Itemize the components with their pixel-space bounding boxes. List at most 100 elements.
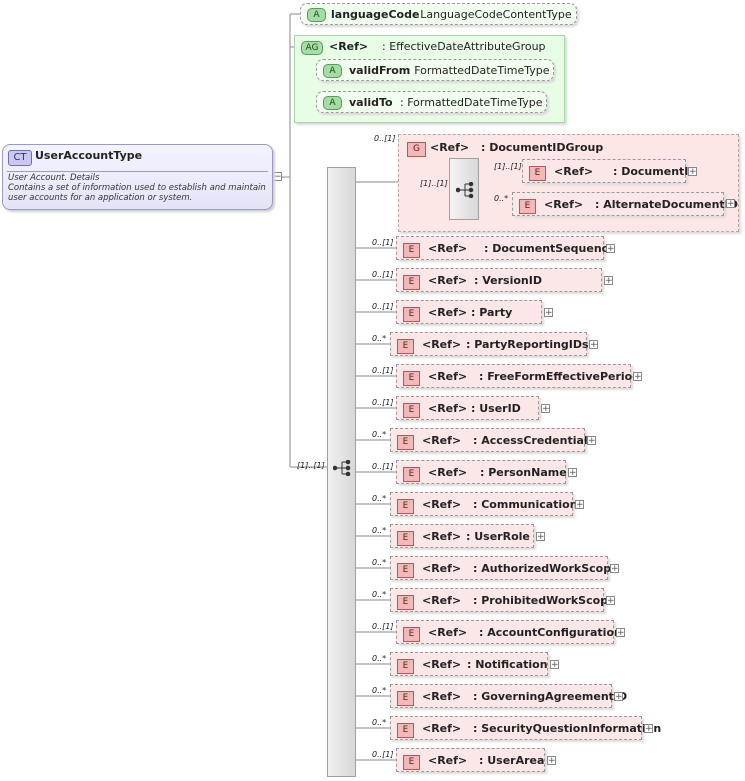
expand-toggle[interactable]: + xyxy=(575,500,584,510)
sequence-cardinality: [1]..[1] xyxy=(297,461,325,470)
expand-toggle[interactable]: + xyxy=(536,532,545,542)
element-name: : Notification xyxy=(467,658,548,671)
element-box[interactable]: E <Ref> : AuthorizedWorkScope xyxy=(390,556,619,580)
element-name: : UserArea xyxy=(479,754,545,767)
element-cardinality: 0..* xyxy=(372,686,387,695)
element-cardinality: 0..* xyxy=(372,654,387,663)
element-name: : DocumentSequence xyxy=(484,242,616,255)
attribute-type: : FormattedDateTimeType xyxy=(400,96,543,109)
element-box[interactable]: E<Ref>: AccountConfiguration xyxy=(396,620,622,644)
element-badge: E xyxy=(403,371,420,386)
element-box[interactable]: E<Ref>: PartyReportingIDs xyxy=(390,332,589,356)
expand-toggle[interactable]: + xyxy=(547,756,556,766)
expand-toggle[interactable]: + xyxy=(644,724,653,734)
expand-toggle[interactable]: + xyxy=(589,340,598,350)
element-cardinality: 0..[1] xyxy=(372,398,394,407)
element-ref: <Ref> xyxy=(422,562,462,575)
element-badge: E xyxy=(519,199,536,214)
element-ref: <Ref> xyxy=(422,498,462,511)
element-badge: E xyxy=(397,563,414,578)
element-cardinality: 0..[1] xyxy=(372,302,394,311)
attribute-group-badge: AG xyxy=(301,41,323,55)
element-cardinality: 0..* xyxy=(372,334,387,343)
expand-toggle[interactable]: + xyxy=(544,308,553,318)
element-name: : PersonName xyxy=(480,466,567,479)
element-box[interactable]: E<Ref>: PersonName xyxy=(396,460,567,484)
element-badge: E xyxy=(403,275,420,290)
expand-toggle[interactable]: + xyxy=(568,468,577,478)
expand-toggle[interactable]: + xyxy=(587,436,596,446)
element-badge: E xyxy=(397,435,414,450)
element-badge: E xyxy=(403,467,420,482)
element-cardinality: 0..[1] xyxy=(372,238,394,247)
element-ref: <Ref> xyxy=(422,338,462,351)
element-ref: <Ref> xyxy=(428,754,468,767)
ct-doc-title: User Account. Details xyxy=(8,173,100,183)
expand-toggle[interactable]: + xyxy=(688,167,697,177)
element-name: : AuthorizedWorkScope xyxy=(473,562,619,575)
ct-badge: CT xyxy=(8,150,32,166)
element-box[interactable]: E<Ref>: UserArea xyxy=(396,748,545,772)
element-badge: E xyxy=(403,403,420,418)
expand-toggle[interactable]: + xyxy=(610,564,619,574)
element-box[interactable]: E <Ref> : DocumentSequence xyxy=(396,236,616,260)
element-documentid[interactable]: E <Ref> : DocumentID xyxy=(522,159,698,183)
expand-toggle[interactable]: + xyxy=(616,628,625,638)
element-box[interactable]: E <Ref> : FreeFormEffectivePeriod xyxy=(396,364,640,388)
attribute-name: validFrom xyxy=(349,64,411,77)
expand-toggle[interactable]: + xyxy=(550,660,559,670)
element-box[interactable]: E<Ref>: Communication xyxy=(390,492,578,516)
element-name: : AccountConfiguration xyxy=(479,626,622,639)
element-cardinality: 0..* xyxy=(372,430,387,439)
element-ref: <Ref> xyxy=(422,434,462,447)
element-box[interactable]: E<Ref>: UserRole xyxy=(390,524,534,548)
element-name: : GoverningAgreementID xyxy=(473,690,628,703)
element-ref: <Ref> xyxy=(554,165,594,178)
attribute-group-ref: <Ref> xyxy=(329,40,369,53)
element-ref: <Ref> xyxy=(428,242,468,255)
element-box[interactable]: E<Ref>: ProhibitedWorkScope xyxy=(390,588,615,612)
element-badge: E xyxy=(397,531,414,546)
main-sequence-compositor[interactable] xyxy=(327,167,356,777)
attribute-group-name: : EffectiveDateAttributeGroup xyxy=(382,40,546,53)
ct-doc-text: Contains a set of information used to es… xyxy=(8,183,266,203)
element-box[interactable]: E<Ref>: SecurityQuestionInformation xyxy=(390,716,661,740)
attribute-validfrom[interactable]: A validFrom : FormattedDateTimeType xyxy=(316,59,554,81)
expand-toggle[interactable]: + xyxy=(633,372,642,382)
expand-toggle[interactable]: + xyxy=(726,199,735,209)
element-box[interactable]: E<Ref>: GoverningAgreementID xyxy=(390,684,627,708)
element-cardinality: 0..* xyxy=(372,526,387,535)
element-badge: E xyxy=(403,243,420,258)
element-ref: <Ref> xyxy=(422,722,462,735)
expand-toggle[interactable]: + xyxy=(606,596,615,606)
collapse-toggle[interactable]: − xyxy=(273,172,282,182)
expand-toggle[interactable]: + xyxy=(606,244,615,254)
element-box[interactable]: E<Ref>: AccessCredential xyxy=(390,428,588,452)
element-box[interactable]: E<Ref>: Party xyxy=(396,300,542,324)
complex-type-box[interactable]: CT UserAccountType User Account. Details… xyxy=(2,144,273,210)
group-sequence-cardinality: [1]..[1] xyxy=(420,179,448,188)
element-cardinality: 0..* xyxy=(372,590,387,599)
element-alternatedocumentid[interactable]: E <Ref> : AlternateDocumentID xyxy=(512,192,738,216)
element-cardinality: 0..* xyxy=(494,194,509,203)
element-box[interactable]: E <Ref>: UserID xyxy=(396,396,539,420)
ct-documentation: User Account. Details Contains a set of … xyxy=(8,173,268,203)
expand-toggle[interactable]: + xyxy=(541,404,550,414)
element-cardinality: 0..* xyxy=(372,494,387,503)
sequence-icon xyxy=(333,460,351,476)
attribute-validto[interactable]: A validTo : FormattedDateTimeType xyxy=(316,91,547,113)
attribute-badge: A xyxy=(323,64,342,78)
expand-toggle[interactable]: + xyxy=(604,276,613,286)
expand-toggle[interactable]: + xyxy=(614,692,623,702)
element-ref: <Ref> xyxy=(428,626,468,639)
group-sequence-compositor[interactable] xyxy=(449,158,479,220)
element-ref: <Ref> xyxy=(428,402,468,415)
element-name: : UserID xyxy=(471,402,521,415)
element-box[interactable]: E<Ref>: VersionID xyxy=(396,268,602,292)
element-box[interactable]: E<Ref>: Notification xyxy=(390,652,548,676)
attribute-type: : LanguageCodeContentType xyxy=(413,8,572,21)
element-name: : FreeFormEffectivePeriod xyxy=(479,370,641,383)
element-ref: <Ref> xyxy=(428,370,468,383)
element-badge: E xyxy=(529,166,546,181)
attribute-languagecode[interactable]: A languageCode : LanguageCodeContentType xyxy=(300,3,577,25)
